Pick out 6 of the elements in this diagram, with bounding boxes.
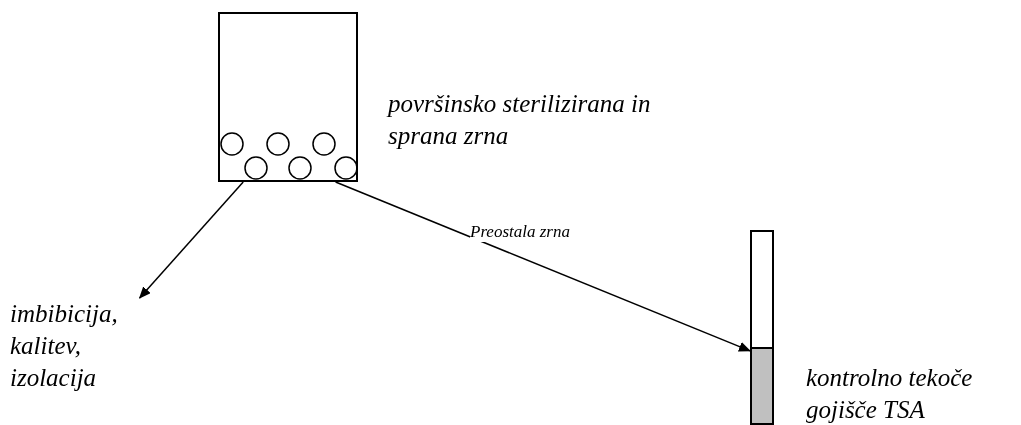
caption-text: kontrolno tekoče gojišče TSA bbox=[806, 363, 974, 425]
edge-label: Preostala zrna bbox=[470, 222, 570, 242]
arrow bbox=[138, 181, 244, 299]
caption-text: površinsko sterilizirana in sprana zrna bbox=[388, 89, 652, 151]
step-text: imbibicija, kalitev, izolacija bbox=[10, 299, 119, 393]
arrow bbox=[334, 181, 751, 352]
